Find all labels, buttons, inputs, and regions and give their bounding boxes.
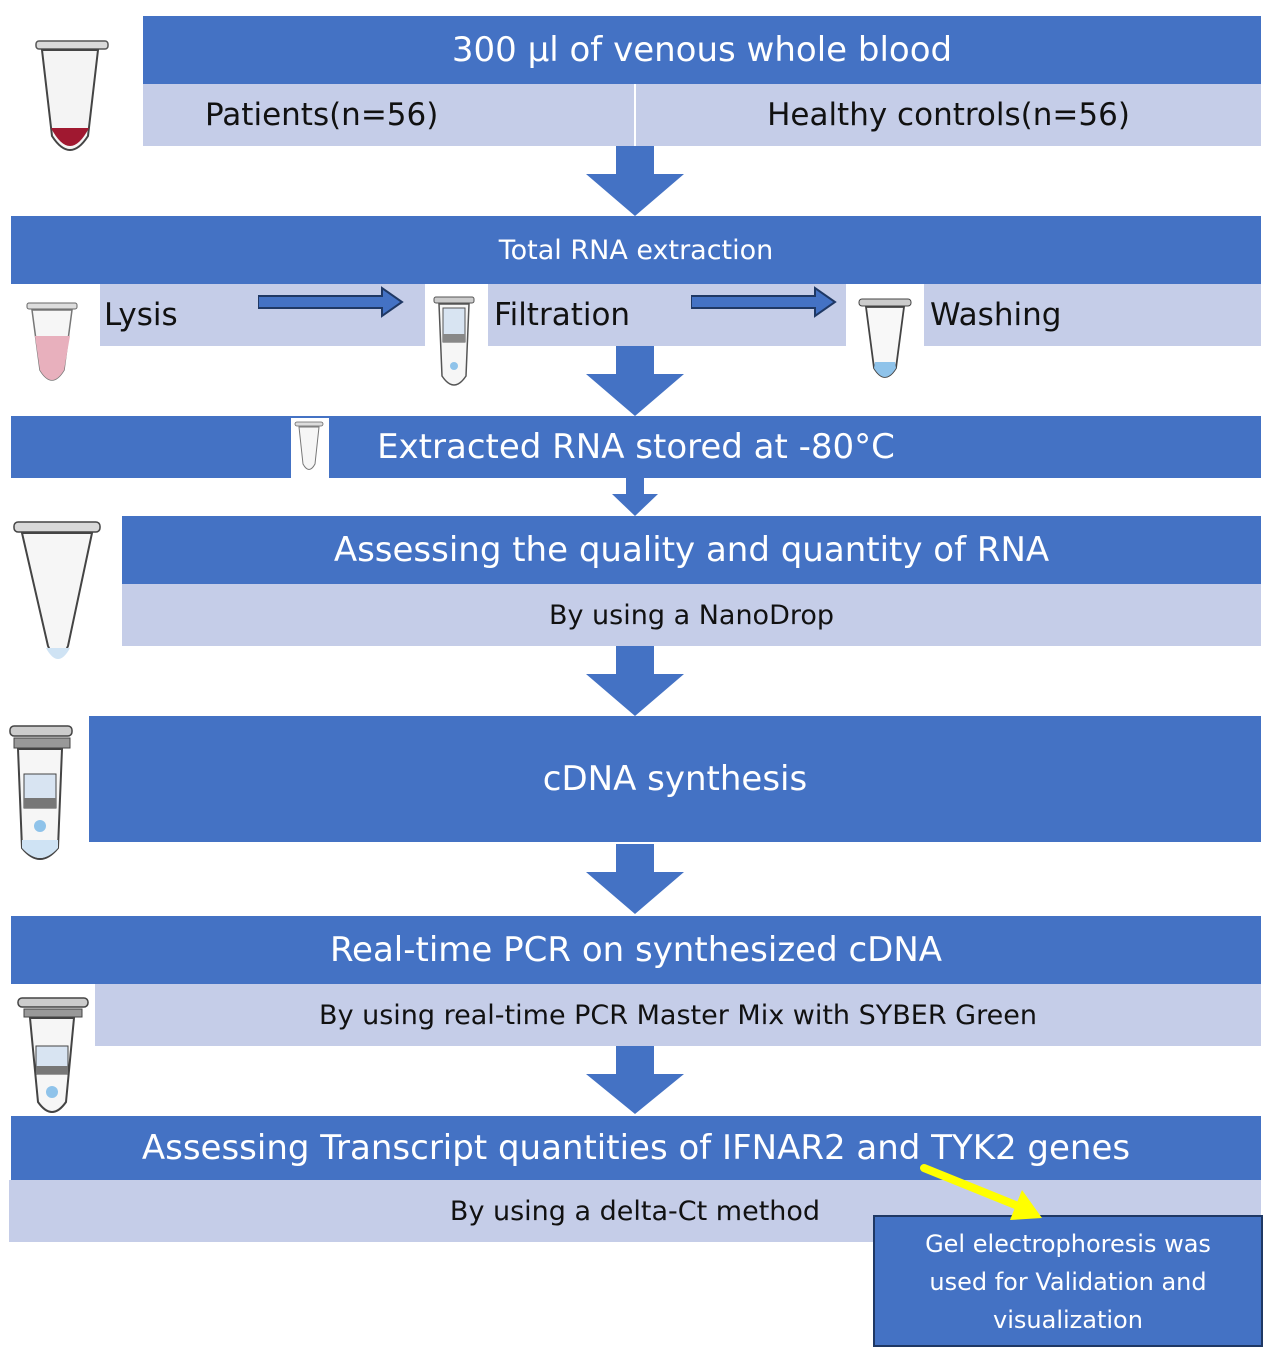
storage-title: Extracted RNA stored at -80°C bbox=[377, 427, 895, 467]
lysis-label: Lysis bbox=[104, 297, 178, 333]
pcr-method-box: By using real-time PCR Master Mix with S… bbox=[95, 984, 1261, 1046]
right-arrow-filtration-to-washing bbox=[691, 286, 837, 318]
washing-tube-icon bbox=[858, 298, 912, 378]
patients-label: Patients(n=56) bbox=[205, 97, 439, 133]
blood-title-box: 300 µl of venous whole blood bbox=[143, 16, 1261, 84]
extraction-title-box: Total RNA extraction bbox=[11, 216, 1261, 284]
transcript-title: Assessing Transcript quantities of IFNAR… bbox=[141, 1128, 1131, 1168]
yellow-callout-arrow bbox=[920, 1164, 1042, 1220]
lysis-box: Lysis bbox=[100, 284, 425, 346]
down-arrow-2 bbox=[586, 346, 684, 416]
controls-box: Healthy controls(n=56) bbox=[636, 84, 1261, 146]
extraction-title: Total RNA extraction bbox=[498, 234, 774, 266]
transcript-title-box: Assessing Transcript quantities of IFNAR… bbox=[11, 1116, 1261, 1180]
cdna-spin-column-icon bbox=[9, 725, 73, 860]
washing-label: Washing bbox=[930, 297, 1062, 333]
quality-title: Assessing the quality and quantity of RN… bbox=[333, 530, 1050, 570]
gel-note-line-3: visualization bbox=[993, 1306, 1143, 1334]
cdna-title: cDNA synthesis bbox=[542, 759, 808, 799]
lysis-tube-icon bbox=[26, 302, 78, 381]
down-arrow-6 bbox=[586, 1046, 684, 1114]
gel-electrophoresis-note: Gel electrophoresis was used for Validat… bbox=[873, 1215, 1263, 1347]
pcr-spin-column-icon bbox=[17, 997, 89, 1113]
filtration-box: Filtration bbox=[488, 284, 846, 346]
right-arrow-lysis-to-filtration bbox=[258, 286, 404, 318]
down-arrow-1 bbox=[586, 146, 684, 216]
controls-label: Healthy controls(n=56) bbox=[767, 97, 1130, 133]
pcr-method: By using real-time PCR Master Mix with S… bbox=[319, 999, 1037, 1031]
transcript-method: By using a delta-Ct method bbox=[449, 1195, 821, 1227]
gel-note-line-2: used for Validation and bbox=[929, 1268, 1207, 1296]
down-arrow-4 bbox=[586, 646, 684, 716]
washing-box: Washing bbox=[924, 284, 1261, 346]
storage-tube-icon bbox=[294, 421, 324, 470]
quality-method: By using a NanoDrop bbox=[548, 599, 835, 631]
storage-box: Extracted RNA stored at -80°C bbox=[11, 416, 1261, 478]
quality-title-box: Assessing the quality and quantity of RN… bbox=[122, 516, 1261, 584]
blood-title: 300 µl of venous whole blood bbox=[451, 30, 953, 70]
patients-box: Patients(n=56) bbox=[143, 84, 634, 146]
blood-tube-icon bbox=[35, 40, 109, 151]
filtration-tube-icon bbox=[433, 296, 475, 386]
down-arrow-3 bbox=[612, 478, 658, 516]
pcr-title: Real-time PCR on synthesized cDNA bbox=[329, 930, 943, 970]
down-arrow-5 bbox=[586, 844, 684, 914]
pcr-title-box: Real-time PCR on synthesized cDNA bbox=[11, 916, 1261, 984]
nanodrop-tube-icon bbox=[13, 521, 101, 659]
filtration-label: Filtration bbox=[494, 297, 631, 333]
quality-method-box: By using a NanoDrop bbox=[122, 584, 1261, 646]
gel-note-line-1: Gel electrophoresis was bbox=[925, 1230, 1211, 1258]
cdna-box: cDNA synthesis bbox=[89, 716, 1261, 842]
